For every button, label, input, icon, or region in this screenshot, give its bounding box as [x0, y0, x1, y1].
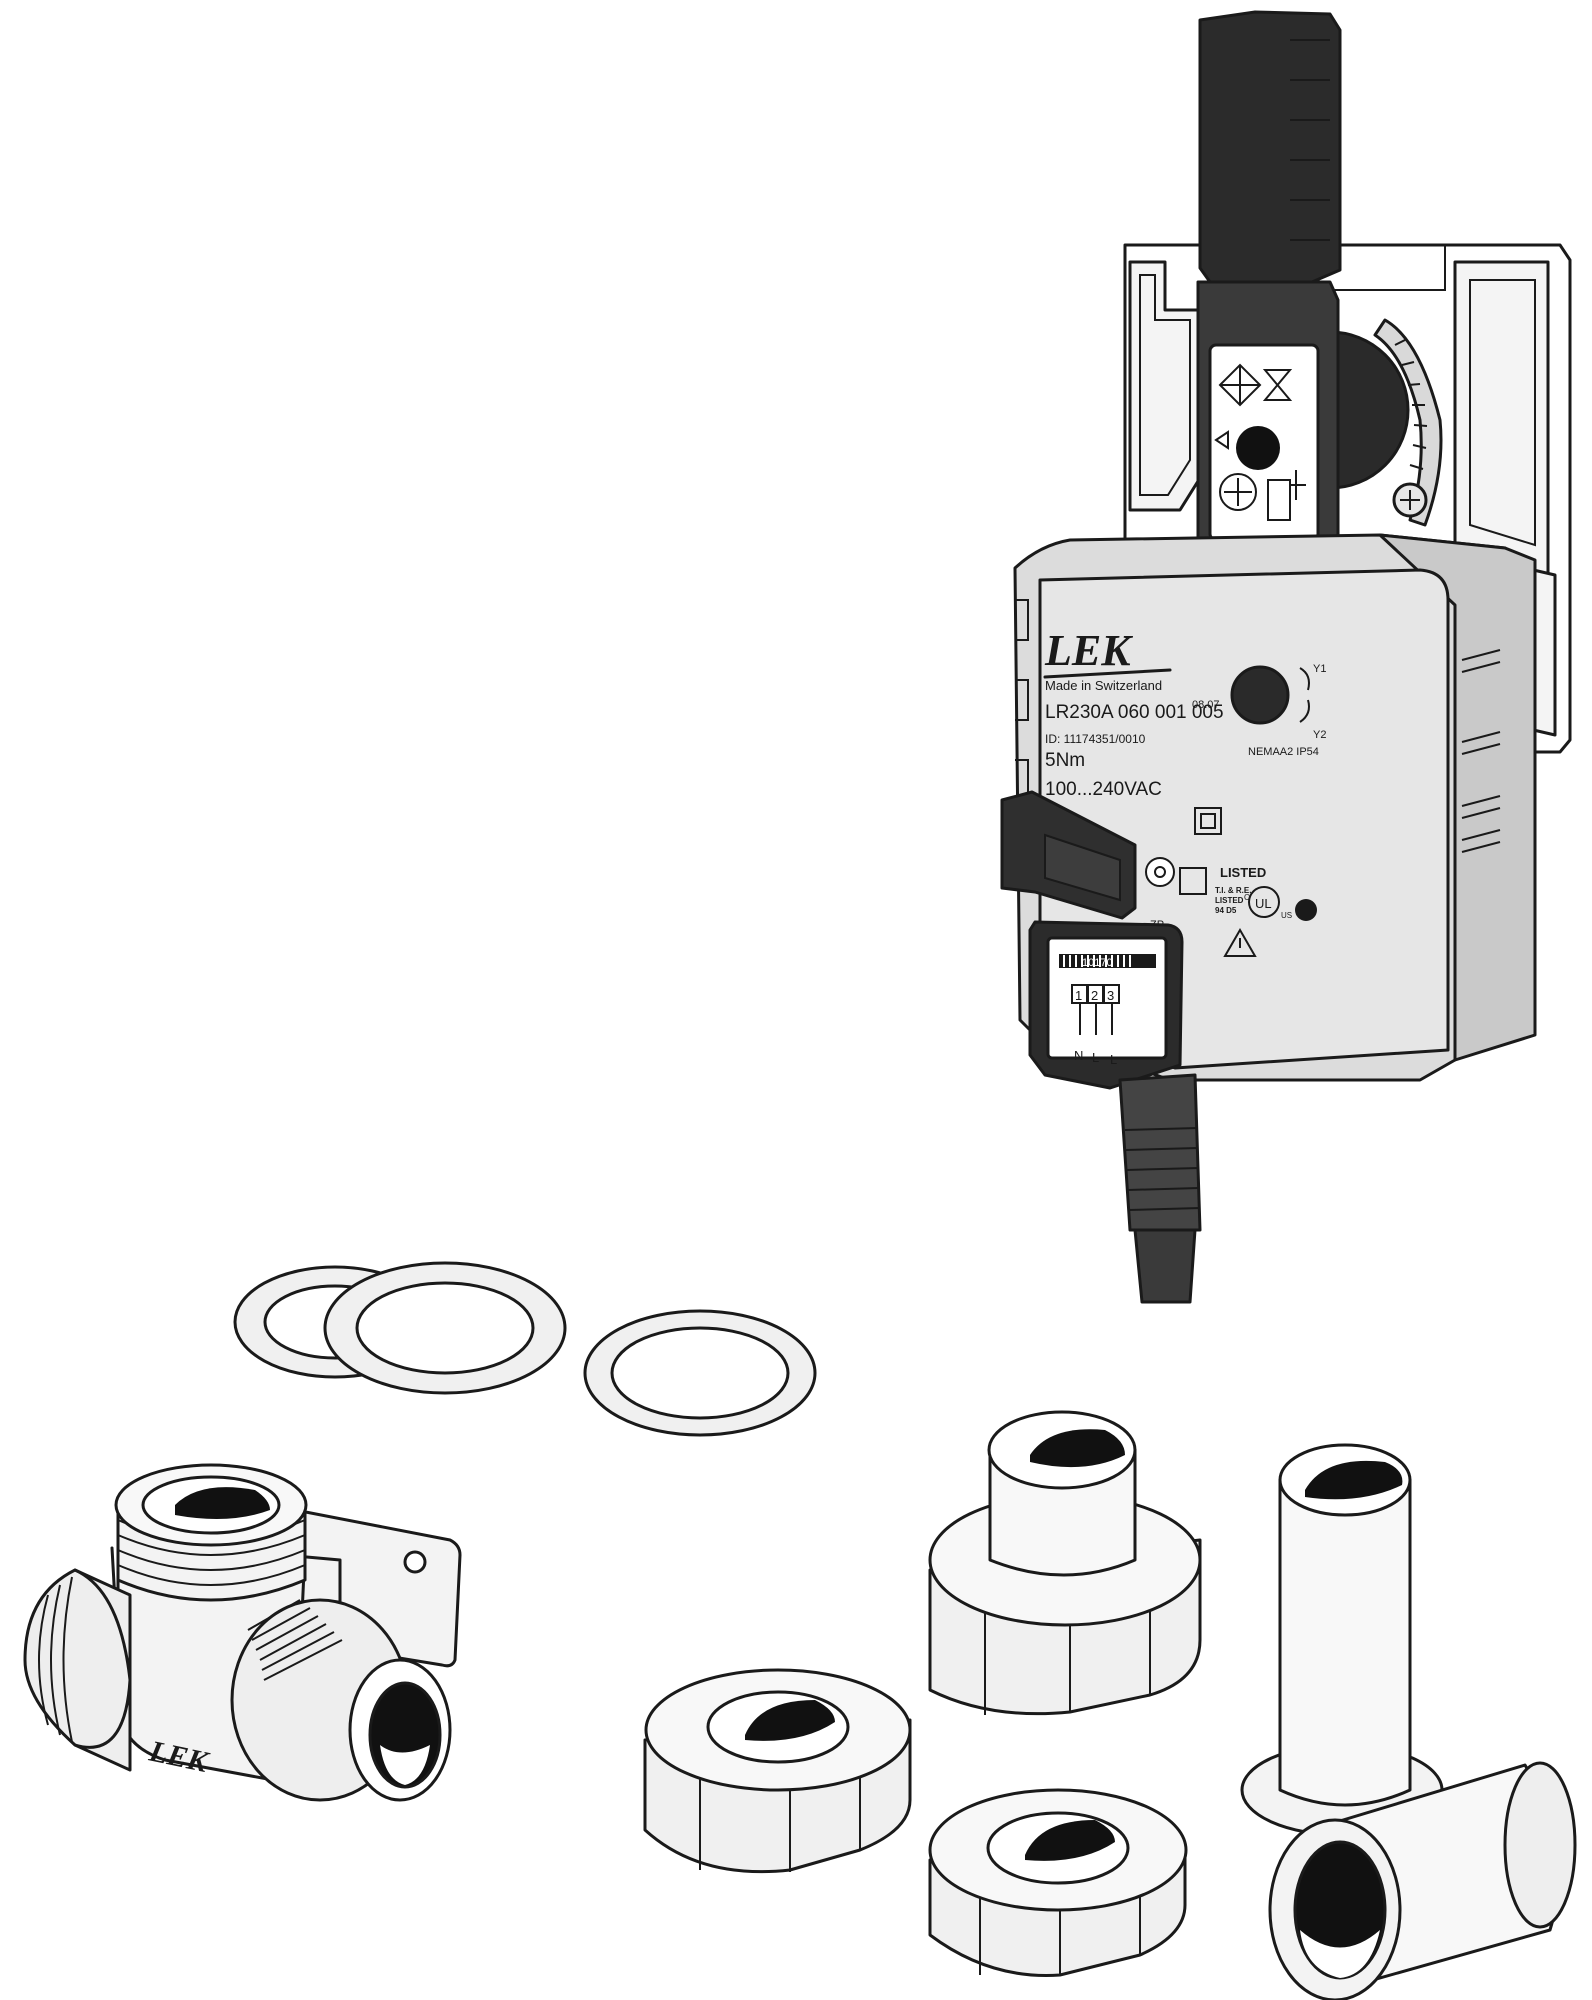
direction-switch[interactable] [1230, 665, 1290, 725]
terminal-3: 3 [1107, 988, 1114, 1003]
made-in-text: Made in Switzerland [1045, 678, 1162, 693]
manual-icon [1179, 867, 1207, 895]
terminal-1: 1 [1075, 988, 1082, 1003]
rotation-arrow-icon [1299, 699, 1310, 723]
union-nut-tailpiece [928, 1410, 1202, 1716]
id-text: ID: 11174351/0010 [1045, 732, 1146, 746]
warning-icon [1223, 927, 1257, 957]
power-cable [1118, 1073, 1202, 1304]
terminal-2: 2 [1091, 988, 1098, 1003]
manual-override-button[interactable] [1000, 790, 1137, 920]
rotation-y2: Y2 [1313, 729, 1326, 741]
mounting-hole [403, 1550, 427, 1574]
terminal-label-l2: L [1110, 1052, 1117, 1067]
rotation-arrow-icon [1299, 667, 1310, 691]
ul-mark: UL [1255, 896, 1272, 911]
ul-icon [1248, 886, 1280, 918]
date-code: 08.07 [1192, 699, 1220, 711]
gaskets [233, 1261, 817, 1437]
ul-c: C [1244, 893, 1250, 902]
actuator: LEK Made in Switzerland LR230A 060 001 0… [1000, 10, 1572, 1304]
fittings [643, 1410, 1577, 2000]
flanged-sleeve [1240, 1443, 1444, 1837]
rotation-y1: Y1 [1313, 663, 1326, 675]
gasket [583, 1309, 817, 1437]
double-insulation-icon [1194, 807, 1222, 835]
zero-point-icon [1145, 857, 1175, 887]
ul-us: US [1281, 911, 1292, 920]
terminal-label-l1: L [1092, 1050, 1099, 1065]
torque-text: 5Nm [1045, 750, 1085, 771]
hex-nut [928, 1788, 1188, 1977]
rating-text: NEMAA2 IP54 [1248, 746, 1319, 758]
manual-lever[interactable] [1196, 10, 1342, 562]
connector-code: 10170 [1082, 957, 1113, 969]
listed-detail-2: LISTED [1215, 896, 1244, 905]
listed-detail-3: 94 D5 [1215, 906, 1237, 915]
c-tick-icon [1295, 899, 1317, 921]
voltage-text: 100...240VAC [1045, 779, 1162, 800]
listed-text: LISTED [1220, 865, 1266, 880]
listed-detail-1: T.I. & R.E. [1215, 886, 1251, 895]
actuator-brand: LEK [1044, 626, 1133, 675]
hex-nut [643, 1668, 912, 1874]
valve-body: LEK [23, 1463, 462, 1802]
flanged-sleeve [1268, 1761, 1577, 2000]
model-text: LR230A 060 001 005 [1045, 702, 1224, 723]
position-scale [1373, 318, 1443, 527]
gasket [323, 1261, 567, 1395]
terminal-label-n: N [1074, 1048, 1083, 1063]
cable-connector: 10170 1 2 3 N L L [1028, 920, 1184, 1090]
